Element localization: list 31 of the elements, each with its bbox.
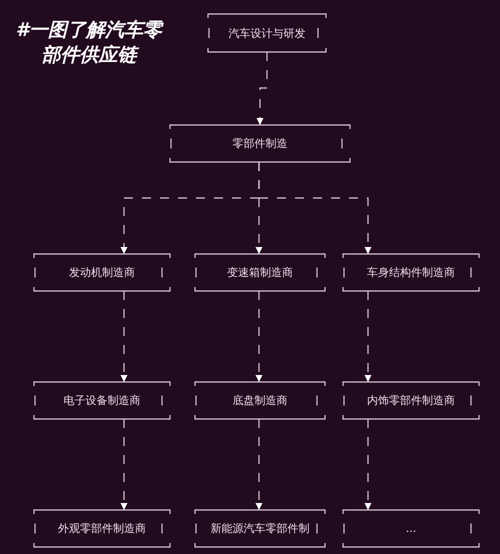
- dashed-arrow: [364, 419, 372, 510]
- dashed-arrow: [258, 162, 372, 254]
- dashed-arrow: [364, 291, 372, 382]
- node-label: ...: [406, 522, 416, 535]
- bracket-box: [343, 510, 479, 547]
- node-label: 电子设备制造商: [64, 393, 140, 408]
- node-label: 外观零部件制造商: [58, 521, 146, 536]
- bracket-box: [170, 125, 350, 162]
- node-label: 新能源汽车零部件制: [210, 521, 310, 536]
- bracket-box: [34, 254, 170, 291]
- bracket-box: [208, 14, 326, 52]
- dashed-arrow: [120, 419, 128, 510]
- node-label: 内饰零部件制造商: [367, 393, 455, 408]
- bracket-box: [34, 510, 170, 547]
- bracket-box: [343, 382, 479, 419]
- dashed-arrow: [256, 52, 268, 125]
- dashed-arrow: [256, 291, 262, 382]
- bracket-box: [195, 510, 325, 547]
- bracket-box: [195, 254, 325, 291]
- bracket-box: [195, 382, 325, 419]
- dashed-arrow: [120, 291, 128, 382]
- bracket-box: [343, 254, 479, 291]
- node-label: 底盘制造商: [232, 393, 288, 408]
- node-label: 车身结构件制造商: [367, 265, 455, 280]
- title: #一图了解汽车零部件供应链: [14, 18, 164, 68]
- node-label: 变速箱制造商: [227, 265, 293, 280]
- node-label: 发动机制造商: [69, 265, 135, 280]
- node-label: 零部件制造: [232, 136, 288, 151]
- bracket-box: [34, 382, 170, 419]
- node-label: 汽车设计与研发: [228, 26, 306, 40]
- dashed-arrow: [256, 419, 262, 510]
